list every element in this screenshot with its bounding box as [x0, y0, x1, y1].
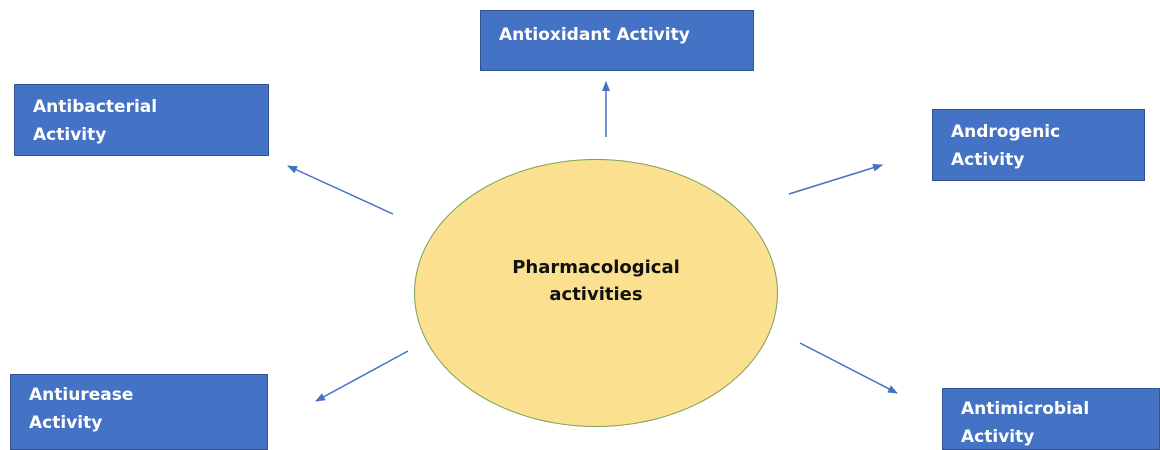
node-antiurease-label-line2: Activity	[29, 413, 103, 433]
arrow-to-antimicrobial	[799, 342, 898, 394]
node-antioxidant-label: Antioxidant Activity	[499, 25, 690, 45]
center-node-label-line2: activities	[549, 284, 643, 305]
center-node-label-line1: Pharmacological	[512, 257, 680, 278]
node-antimicrobial-activity: Antimicrobial Activity	[942, 388, 1160, 450]
node-antimicrobial-label-line2: Activity	[961, 427, 1035, 447]
node-antibacterial-activity: Antibacterial Activity	[14, 84, 269, 156]
node-antioxidant-activity: Antioxidant Activity	[480, 10, 754, 71]
arrow-to-antibacterial	[287, 165, 394, 215]
node-antiurease-label-line1: Antiurease	[29, 385, 134, 405]
center-node-pharmacological-activities: Pharmacological activities	[414, 159, 778, 427]
node-antibacterial-label-line2: Activity	[33, 125, 107, 145]
node-androgenic-label-line1: Androgenic	[951, 122, 1061, 142]
node-antiurease-activity: Antiurease Activity	[10, 374, 268, 450]
node-androgenic-label-line2: Activity	[951, 150, 1025, 170]
node-antibacterial-label-line1: Antibacterial	[33, 97, 158, 117]
arrow-to-androgenic	[788, 163, 883, 195]
node-androgenic-activity: Androgenic Activity	[932, 109, 1145, 181]
arrow-to-antiurease	[315, 350, 409, 402]
node-antimicrobial-label-line1: Antimicrobial	[961, 399, 1090, 419]
